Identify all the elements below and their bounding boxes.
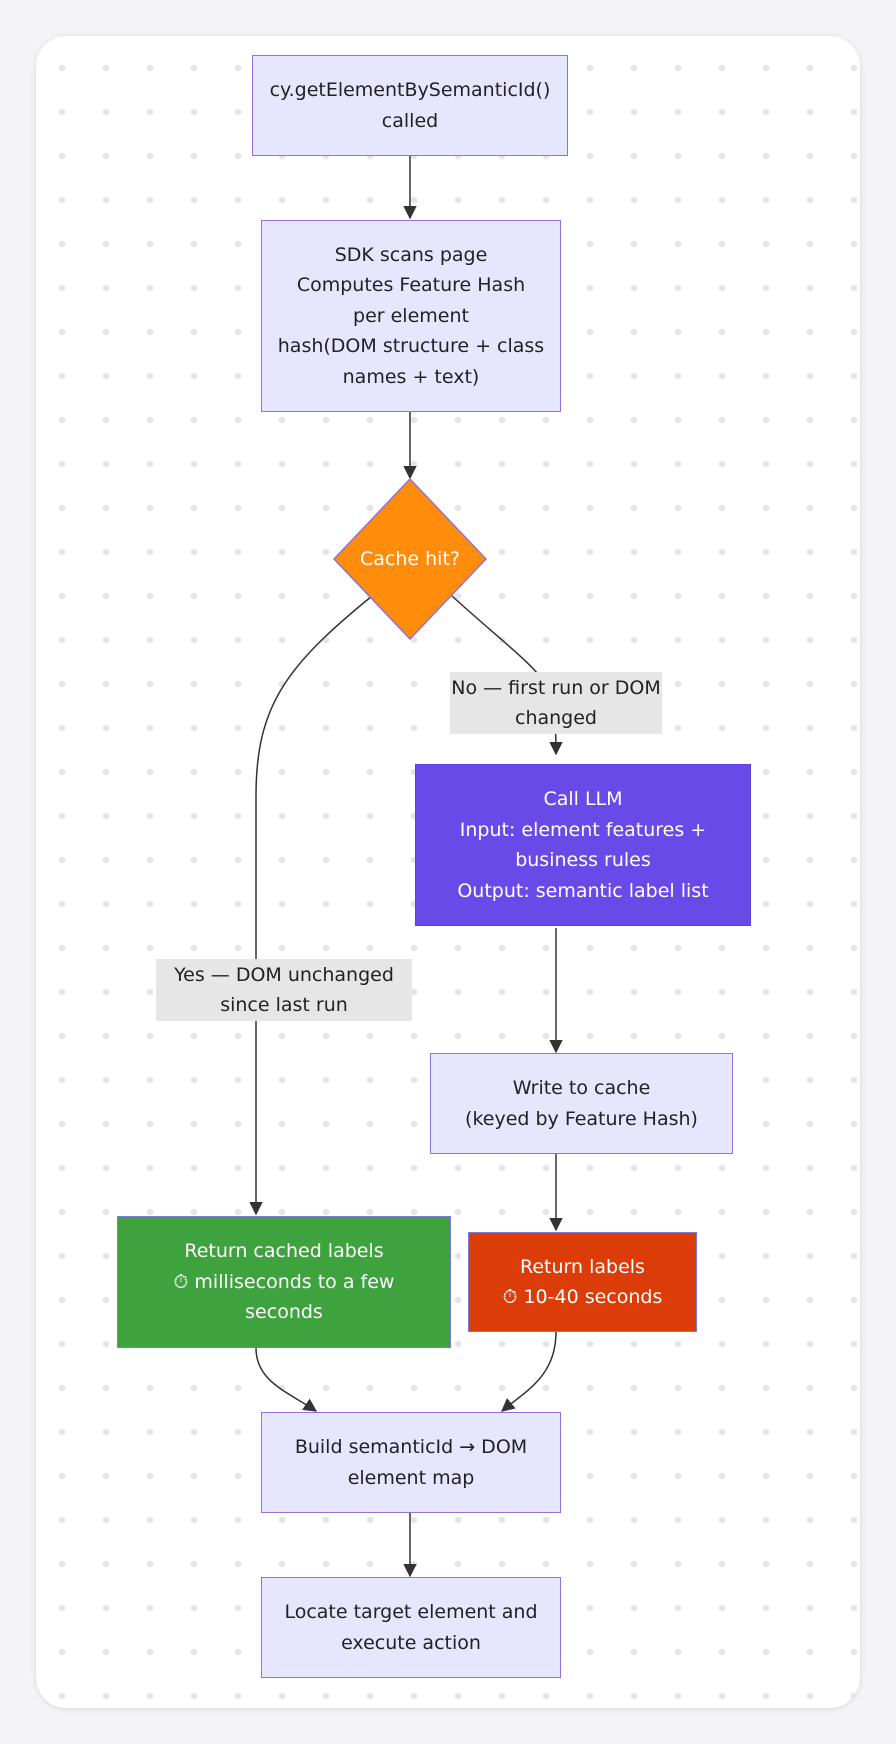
decision-shape: [333, 478, 487, 640]
scan-line-5: names + text): [342, 365, 480, 388]
edge-label-no: No — first run or DOM changed: [450, 672, 662, 734]
scan-node: SDK scans page Computes Feature Hash per…: [261, 220, 561, 412]
llm-line-1: Call LLM: [543, 788, 623, 810]
llm-line-2: Input: element features +: [459, 818, 707, 841]
edge-label-yes-line-1: Yes — DOM unchanged: [174, 963, 394, 986]
cached-line-3: seconds: [245, 1301, 323, 1324]
write-line-2: (keyed by Feature Hash): [465, 1107, 698, 1130]
build-map-node: Build semanticId → DOM element map: [261, 1412, 561, 1513]
write-line-1: Write to cache: [512, 1077, 651, 1099]
cached-line-2: ⏱ milliseconds to a few: [173, 1270, 395, 1293]
locate-line-2: execute action: [341, 1631, 481, 1654]
llm-line-3: business rules: [515, 849, 651, 871]
build-line-1: Build semanticId → DOM: [294, 1436, 528, 1458]
scan-line-1: SDK scans page: [334, 243, 488, 266]
edge-cached-build: [255, 1347, 318, 1412]
locate-line-1: Locate target element and: [284, 1601, 538, 1623]
write-cache-node: Write to cache (keyed by Feature Hash): [430, 1053, 733, 1154]
edge-decision-yes: [249, 595, 373, 1216]
call-llm-node: Call LLM Input: element features + busin…: [415, 764, 751, 926]
edge-return-build: [500, 1331, 557, 1412]
edge-label-yes: Yes — DOM unchanged since last run: [156, 959, 412, 1021]
cache-hit-decision: Cache hit?: [333, 478, 487, 640]
scan-line-2: Computes Feature Hash: [296, 274, 526, 297]
start-node: cy.getElementBySemanticId() called: [252, 55, 568, 156]
return-line-2: ⏱ 10-40 seconds: [502, 1286, 663, 1308]
scan-line-3: per element: [353, 304, 469, 327]
edge-label-no-line-2: changed: [515, 707, 597, 729]
scan-line-4: hash(DOM structure + class: [277, 335, 545, 358]
return-labels-node: Return labels ⏱ 10-40 seconds: [468, 1232, 697, 1332]
return-cached-labels-node: Return cached labels ⏱ milliseconds to a…: [117, 1216, 451, 1348]
build-line-2: element map: [347, 1466, 475, 1489]
diagram-canvas: cy.getElementBySemanticId() called SDK s…: [36, 36, 860, 1708]
cached-line-1: Return cached labels: [184, 1240, 384, 1263]
start-line-2: called: [381, 109, 439, 132]
edge-label-yes-line-2: since last run: [220, 994, 348, 1016]
decision-label: Cache hit?: [360, 548, 460, 570]
llm-line-4: Output: semantic label list: [457, 879, 709, 902]
return-line-1: Return labels: [520, 1255, 645, 1278]
start-line-1: cy.getElementBySemanticId(): [269, 79, 551, 101]
edge-label-no-line-1: No — first run or DOM: [451, 676, 661, 699]
locate-element-node: Locate target element and execute action: [261, 1577, 561, 1678]
